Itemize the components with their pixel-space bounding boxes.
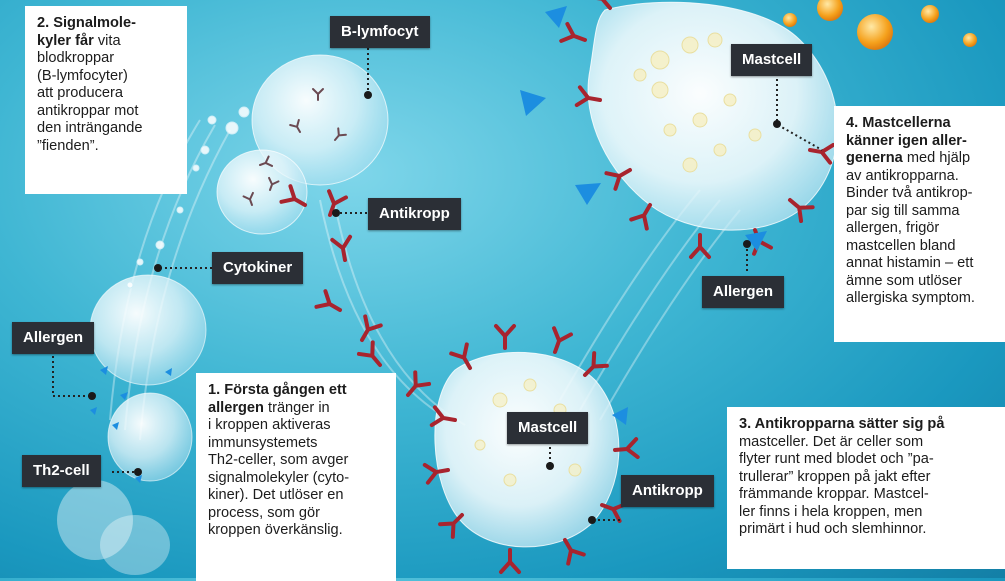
label-cytokiner: Cytokiner	[212, 252, 303, 284]
label-antikropp-bottom: Antikropp	[621, 475, 714, 507]
step-4-body: med hjälp av antikropparna. Binder två a…	[846, 150, 975, 306]
label-b-lymfocyt: B-lymfocyt	[330, 16, 430, 48]
step-1-text: 1. Första gången ett allergen tränger in…	[196, 373, 396, 581]
histamine-granules	[783, 0, 977, 50]
step-1-body: tränger in i kroppen aktiveras immunsyst…	[208, 400, 349, 539]
label-allergen-right: Allergen	[702, 276, 784, 308]
step-2-bold: 2. Signalmole- kyler får	[37, 15, 136, 49]
step-3-body: mastceller. Det är celler som flyter run…	[739, 434, 934, 538]
mastcell-top-shape	[588, 2, 837, 230]
step-3-text: 3. Antikropparna sätter sig på mastcelle…	[727, 407, 1005, 569]
label-mastcell-top: Mastcell	[731, 44, 812, 76]
step-4-text: 4. Mastcellerna känner igen aller- gener…	[834, 106, 1005, 342]
label-allergen-left: Allergen	[12, 322, 94, 354]
step-3-bold: 3. Antikropparna sätter sig på	[739, 416, 944, 432]
label-mastcell-bottom: Mastcell	[507, 412, 588, 444]
th2-cells	[57, 275, 206, 575]
step-2-body: vita blodkroppar (B-lymfocyter) att prod…	[37, 33, 143, 154]
b-lymphocyte-cells	[217, 55, 388, 234]
step-2-text: 2. Signalmole- kyler får vita blodkroppa…	[25, 6, 187, 194]
label-antikropp-mid: Antikropp	[368, 198, 461, 230]
label-th2-cell: Th2-cell	[22, 455, 101, 487]
